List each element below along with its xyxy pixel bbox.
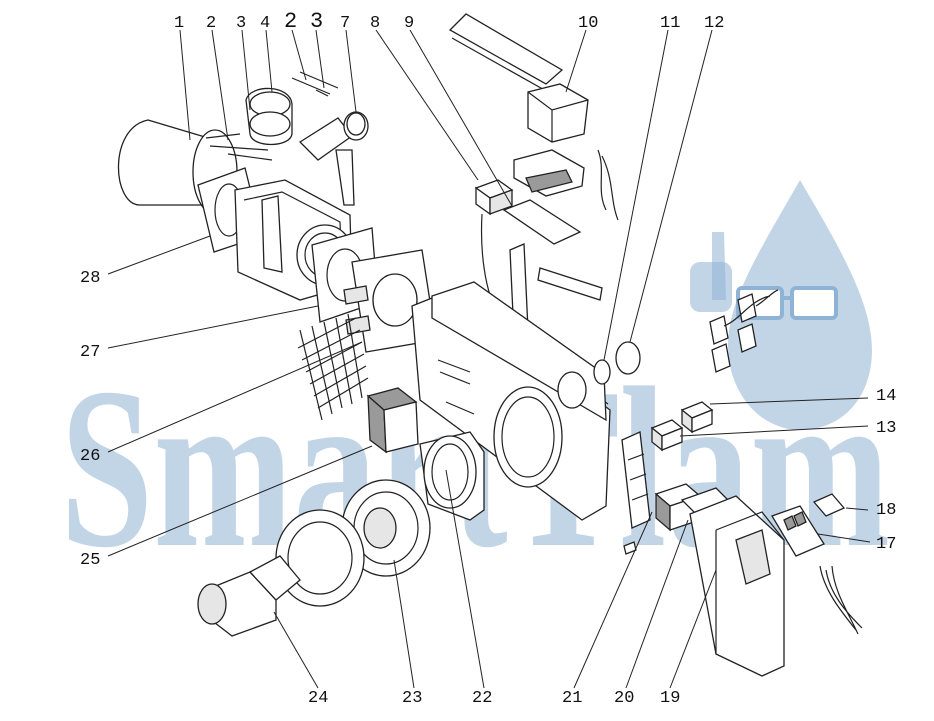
part-18 [812, 493, 846, 517]
callout-23: 23 [402, 689, 422, 708]
callout-12: 12 [704, 14, 724, 33]
callout-22: 22 [472, 689, 492, 708]
callout-19: 19 [660, 689, 680, 708]
part-o-ring-7 [346, 112, 366, 136]
part-plug-connectors [709, 289, 779, 373]
part-motor [197, 509, 365, 637]
callout-14: 14 [876, 387, 896, 406]
callout-17: 17 [876, 535, 896, 554]
callout-8: 8 [370, 14, 380, 33]
part-wire-mesh [297, 313, 369, 421]
part-panel-17 [771, 505, 825, 557]
part-transformer [366, 387, 419, 454]
leader-lines [107, 29, 871, 689]
callout-10: 10 [578, 14, 598, 33]
callout-21: 21 [562, 689, 582, 708]
part-connector-14 [680, 401, 714, 434]
callout-3-top: 3 [310, 9, 323, 34]
callout-11: 11 [660, 14, 680, 33]
callout-2-top: 2 [284, 9, 297, 34]
callout-26: 26 [80, 447, 100, 466]
callout-20: 20 [614, 689, 634, 708]
parts-artwork [117, 13, 863, 677]
part-bracket-9 [502, 149, 585, 245]
callout-25: 25 [80, 551, 100, 570]
part-wires [597, 149, 619, 221]
part-ignition-coil [245, 87, 293, 146]
callout-4: 4 [260, 14, 270, 33]
part-plate-strip [537, 267, 603, 301]
callout-7: 7 [340, 14, 350, 33]
part-ring-12 [615, 341, 641, 375]
callout-27: 27 [80, 343, 100, 362]
part-pins-top [291, 71, 339, 97]
callout-13: 13 [876, 419, 896, 438]
callout-labels: 1 2 3 4 2 3 7 8 9 10 11 12 14 13 18 17 2… [80, 9, 896, 708]
part-electrodes-left [205, 133, 273, 161]
callout-18: 18 [876, 501, 896, 520]
callout-3: 3 [236, 14, 246, 33]
part-cable-bundle [819, 565, 863, 635]
part-cover-box [689, 495, 785, 677]
part-ring-11 [593, 359, 611, 385]
callout-1: 1 [174, 14, 184, 33]
callout-2: 2 [206, 14, 216, 33]
part-air-guide [419, 431, 485, 521]
callout-9: 9 [404, 14, 414, 33]
part-cover-10 [448, 13, 589, 143]
callout-24: 24 [308, 689, 328, 708]
part-connector-13 [650, 419, 684, 452]
part-mounting-plate [621, 431, 651, 555]
callout-28: 28 [80, 269, 100, 288]
part-main-housing [411, 281, 611, 521]
